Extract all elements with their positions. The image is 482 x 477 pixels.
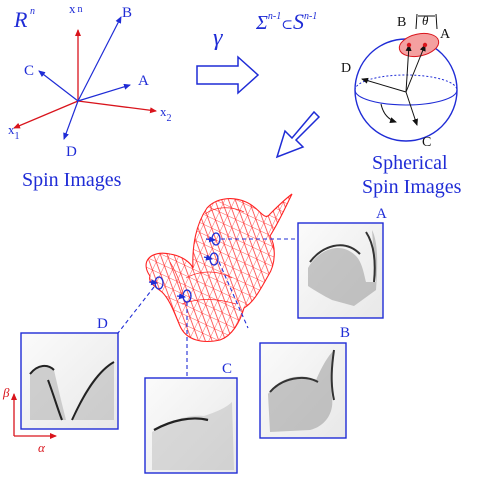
spin-image-d-texture-right [72, 362, 114, 420]
leader-b [218, 261, 249, 329]
spin-image-a-label: A [376, 206, 387, 222]
sphere-equator-front [354, 89, 458, 106]
feature-normal-c [176, 293, 186, 300]
vector-c-label: C [24, 63, 34, 79]
rn-label: R [13, 7, 28, 32]
spin-image-c-label: C [222, 361, 232, 377]
feature-normal-b [203, 254, 213, 261]
spin-image-c-texture [152, 402, 234, 470]
vector-d-label: D [66, 144, 77, 160]
spin-image-b: B [259, 325, 350, 439]
sigma-symbol: Σn-1⊂Sn-1 [255, 9, 317, 34]
theta-tick-right [435, 13, 438, 30]
mapping-arrow-right [196, 55, 260, 95]
spin-image-a-edges [309, 231, 376, 283]
rn-superscript: n [30, 6, 35, 17]
mesh-model [117, 193, 298, 376]
vector-d [63, 100, 79, 140]
spin-image-d-edges [29, 361, 115, 421]
spin-image-a-texture [308, 230, 378, 306]
alpha-beta-axes: β α [2, 385, 57, 455]
sphere-vector-c [405, 91, 418, 126]
spin-image-c-edges [153, 417, 209, 431]
x2-label: x2 [160, 104, 172, 124]
sphere-vector-d [361, 77, 407, 93]
x1-label: x1 [8, 122, 20, 142]
vector-b-label: B [122, 5, 132, 21]
x2-axis [77, 100, 157, 114]
sphere-vector-b [405, 44, 412, 93]
mesh-contours [169, 207, 245, 305]
spin-image-b-edges [269, 349, 335, 401]
spherical-caption-line1: Spherical [372, 152, 448, 174]
spin-image-b-label: B [340, 325, 350, 341]
vector-b [77, 16, 122, 102]
sphere-panel: Σn-1⊂Sn-1 θ B A D C Spherical Spin Image… [255, 9, 462, 198]
spin-image-d-label: D [97, 316, 108, 332]
theta-symbol: θ [422, 13, 429, 28]
sphere-point-b-label: B [397, 15, 406, 30]
gamma-symbol: γ [213, 25, 223, 51]
sphere-point-a-label: A [440, 27, 451, 42]
feature-normal-d [148, 279, 158, 286]
rotation-arc [380, 103, 397, 123]
spherical-caption-line2: Spin Images [362, 176, 462, 198]
spin-images-caption: Spin Images [22, 169, 122, 191]
spin-image-d: D [20, 316, 119, 430]
leader-d [117, 286, 155, 334]
vector-c [38, 70, 79, 102]
sphere-vector-a [405, 44, 426, 93]
beta-label: β [2, 385, 10, 400]
spin-image-c-frame [144, 377, 238, 474]
mapping-arrow-diagonal [275, 110, 321, 159]
sphere-equator-back [354, 74, 458, 91]
sphere-point-c-label: C [422, 135, 431, 150]
theta-tick-left [415, 13, 418, 30]
spin-image-b-texture [268, 350, 334, 432]
vector-a [77, 83, 131, 102]
spin-image-a: A [297, 206, 387, 319]
sphere-point-d-label: D [341, 61, 351, 76]
gamma-mapping: γ [196, 25, 260, 95]
alpha-label: α [38, 440, 46, 455]
point-b-dot [406, 42, 412, 48]
vector-a-label: A [138, 73, 149, 89]
feature-normal-a [205, 236, 216, 243]
spin-image-c: C [144, 361, 238, 474]
spherical-cap-patch [398, 32, 440, 58]
mesh-body [145, 193, 293, 343]
point-a-dot [422, 42, 428, 48]
x1-axis [13, 100, 79, 129]
